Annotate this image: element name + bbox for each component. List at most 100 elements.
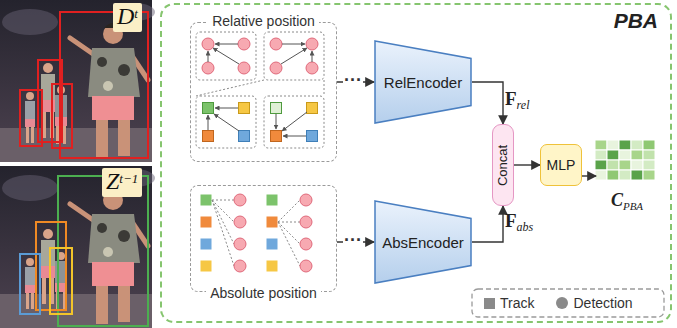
relative-position-sketch: [196, 32, 324, 148]
cost-matrix-grid: [619, 170, 631, 180]
encoder-label: RelEncoder: [384, 74, 462, 91]
relative-position-sketch: [213, 48, 239, 64]
relative-position-sketch: [238, 62, 250, 74]
encoder-label: AbsEncoder: [382, 234, 464, 251]
absolute-position-sketch: [212, 200, 234, 201]
input-group-box: Relative position: [190, 22, 337, 162]
relative-position-sketch: [239, 131, 250, 142]
mlp-label: MLP: [547, 157, 576, 173]
cost-matrix-grid: [607, 170, 619, 180]
symbol: F: [505, 210, 517, 231]
absolute-position-sketch: [267, 261, 278, 272]
ellipsis: ···: [344, 230, 362, 250]
ellipsis-label: ···: [343, 70, 363, 91]
legend: Track Detection: [484, 291, 655, 315]
track-symbol: [484, 298, 495, 309]
relative-position-sketch: [238, 38, 250, 50]
cost-matrix-grid: [595, 170, 607, 180]
relative-position-sketch: [196, 80, 264, 96]
group-title: Absolute position: [206, 285, 321, 301]
absolute-position-sketch: [300, 194, 312, 206]
cost-matrix-grid: [619, 160, 631, 170]
absolute-position-sketch: [234, 194, 246, 206]
panel-title: PBA: [614, 9, 658, 33]
relative-position-sketch: [307, 131, 318, 142]
absolute-position-sketch: [212, 200, 234, 244]
frame-label: Dt: [113, 3, 142, 32]
relative-position-sketch: [214, 114, 239, 131]
cost-matrix-grid: [631, 140, 643, 150]
cost-matrix-grid: [631, 170, 643, 180]
connector-arrow: [582, 175, 596, 176]
concat-block: Concat: [492, 124, 514, 206]
pba-panel: PBA Relative position RelEncoderAbsolute p…: [160, 3, 672, 323]
matrix-caption: CPBA: [611, 190, 643, 212]
legend-box: [472, 289, 664, 317]
photo-frame-current: [20, 12, 148, 158]
photo-frame-current: [38, 60, 62, 142]
relative-position-sketch: [282, 112, 307, 131]
script-index: rel: [517, 98, 530, 112]
cost-matrix-grid: [643, 170, 655, 180]
relative-position-sketch: [208, 115, 209, 130]
absolute-position-sketch: [234, 260, 246, 272]
feature-label: Frel: [505, 88, 530, 113]
concat-label: Concat: [496, 144, 511, 185]
mlp-block: MLP: [540, 144, 582, 186]
absolute-position-sketch: [267, 195, 278, 206]
photo-frame-current: [0, 0, 155, 162]
encoder-block: RelEncoder: [374, 40, 472, 124]
symbol: D: [117, 3, 134, 29]
relative-position-sketch: [203, 103, 214, 114]
relative-position-sketch: [202, 38, 318, 74]
cost-matrix-grid: [643, 160, 655, 170]
absolute-position-sketch: [234, 194, 312, 272]
relative-position-sketch: [276, 114, 277, 129]
connector-arrow: [514, 164, 540, 165]
absolute-position-sketch: [278, 222, 300, 223]
cost-matrix-grid: [595, 140, 655, 180]
relative-position-sketch: [271, 103, 282, 114]
encoder-block: AbsEncoder: [374, 200, 472, 284]
cost-matrix-grid: [643, 140, 655, 150]
relative-position-sketch: [196, 96, 256, 148]
relative-position-sketch: [271, 131, 282, 142]
cost-matrix-grid: [607, 150, 619, 160]
absolute-position-sketch: [278, 200, 300, 222]
relative-position-sketch: [282, 44, 305, 45]
cost-matrix-grid: [631, 150, 643, 160]
photo-frame-current: [0, 0, 155, 162]
absolute-position-sketch: [201, 239, 212, 250]
absolute-position-sketch: [300, 238, 312, 250]
legend-text: Track: [500, 295, 534, 311]
relative-position-sketch: [283, 136, 306, 137]
script-index: abs: [517, 220, 534, 234]
symbol: F: [505, 88, 517, 109]
absolute-position-sketch: [267, 239, 278, 250]
absolute-position-sketch: [212, 200, 234, 222]
cost-matrix-grid: [643, 150, 655, 160]
encoder-outline: [375, 201, 471, 283]
cost-matrix-grid: [619, 140, 631, 150]
relative-position-sketch: [202, 38, 214, 50]
cost-matrix-grid: [607, 140, 619, 150]
relative-position-sketch: [208, 44, 312, 136]
matrix-symbol: C: [611, 190, 623, 210]
script-index: t−1: [119, 171, 138, 186]
relative-position-sketch: [270, 38, 282, 50]
photo-frame-previous: [20, 254, 40, 314]
relative-position-sketch: [281, 48, 307, 64]
relative-position-sketch: [215, 108, 238, 109]
cost-matrix: CPBA: [596, 140, 658, 212]
absolute-position-sketch: [212, 200, 234, 266]
absolute-position-sketch: [201, 217, 212, 228]
symbol: Z: [106, 168, 119, 194]
matrix-subscript: PBA: [623, 200, 643, 212]
absolute-position-sketch: [300, 260, 312, 272]
connector-arrow: [472, 206, 503, 242]
legend-text: Detection: [573, 295, 632, 311]
relative-position-sketch: [312, 51, 313, 62]
relative-position-sketch: [215, 44, 238, 45]
absolute-position-sketch: [234, 216, 246, 228]
absolute-position-sketch: [201, 195, 212, 206]
